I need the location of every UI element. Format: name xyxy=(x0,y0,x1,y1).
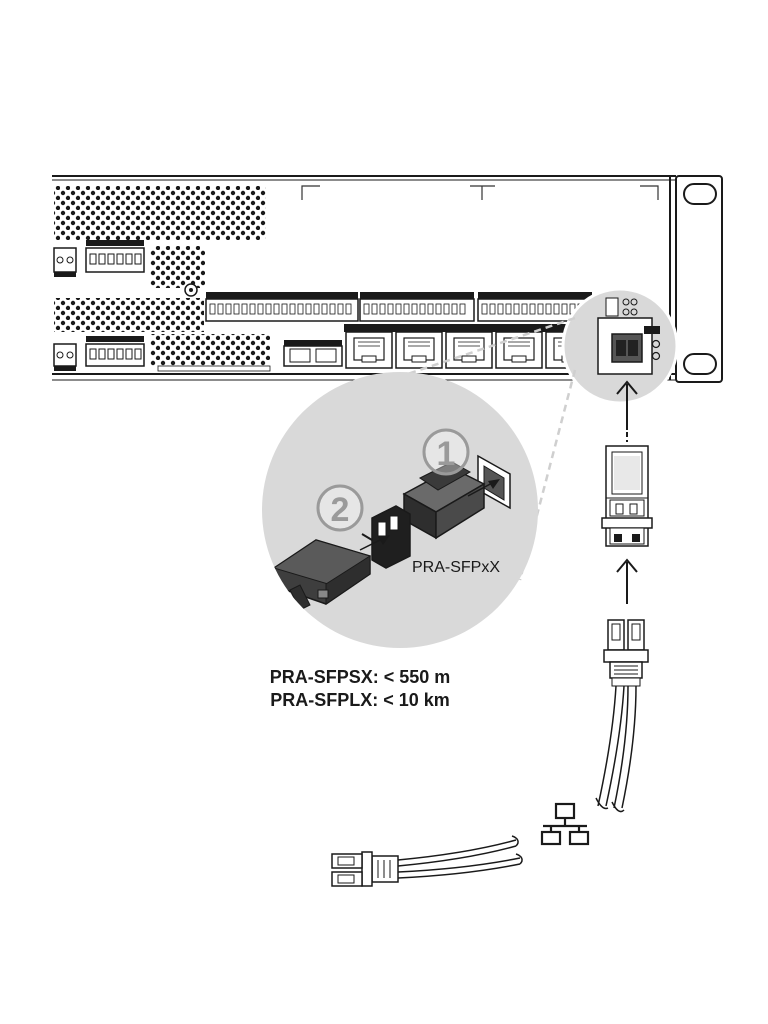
rj45-port xyxy=(395,331,443,369)
sfp-module xyxy=(361,461,486,569)
module-insertion-sequence xyxy=(595,380,653,813)
insert-arrow-2 xyxy=(359,535,390,551)
network-topology-icon xyxy=(540,802,590,846)
terminal-pin xyxy=(427,303,434,315)
step-2-number: 2 xyxy=(331,491,350,529)
terminal-pin xyxy=(411,303,418,315)
sfp-module-side-view xyxy=(601,445,653,547)
terminal-pin xyxy=(281,303,288,315)
terminal-block-left-top xyxy=(53,240,145,277)
terminal-pin xyxy=(443,303,450,315)
vent-grid-lower xyxy=(54,298,204,332)
terminal-pin xyxy=(451,303,458,315)
terminal-pin xyxy=(505,303,512,315)
terminal-pin xyxy=(233,303,240,315)
lc-connector xyxy=(272,539,372,611)
zoom-detail-circle: 1 2 PRA-SFPxX xyxy=(262,372,538,648)
terminal-pin xyxy=(265,303,272,315)
terminal-pin xyxy=(225,303,232,315)
rj45-port xyxy=(445,331,493,369)
vent-grid-top xyxy=(54,186,266,240)
terminal-pin xyxy=(529,303,536,315)
terminal-pin xyxy=(257,303,264,315)
insert-arrow-1 xyxy=(467,479,500,497)
terminal-pin xyxy=(561,303,568,315)
terminal-pin xyxy=(419,303,426,315)
terminal-pin xyxy=(217,303,224,315)
device-rear-panel xyxy=(52,175,723,383)
terminal-pin xyxy=(545,303,552,315)
fiber-cable-vertical xyxy=(595,685,637,813)
terminal-pin xyxy=(395,303,402,315)
terminal-pin xyxy=(403,303,410,315)
terminal-pin xyxy=(489,303,496,315)
terminal-pin xyxy=(329,303,336,315)
terminal-pin xyxy=(337,303,344,315)
terminal-pin xyxy=(435,303,442,315)
lc-duplex-connector-vertical xyxy=(603,619,649,687)
terminal-pin xyxy=(513,303,520,315)
terminal-pin xyxy=(321,303,328,315)
terminal-pin xyxy=(241,303,248,315)
rj45-port xyxy=(345,331,393,369)
terminal-pin xyxy=(305,303,312,315)
terminal-pin xyxy=(553,303,560,315)
ethernet-ports xyxy=(344,324,596,369)
terminal-block-left-bottom xyxy=(53,336,145,371)
step-1-number: 1 xyxy=(437,435,456,473)
module-label: PRA-SFPxX xyxy=(412,559,500,576)
terminal-pin xyxy=(345,303,352,315)
terminal-pin xyxy=(537,303,544,315)
vent-grid-middle xyxy=(150,246,205,288)
step-1-callout: 1 xyxy=(422,428,470,476)
terminal-pin xyxy=(249,303,256,315)
terminal-pin xyxy=(459,303,466,315)
terminal-pin xyxy=(497,303,504,315)
control-terminal-strips xyxy=(205,292,593,322)
terminal-pin xyxy=(371,303,378,315)
spec-sfpsx-range: PRA-SFPSX: < 550 m xyxy=(269,667,451,687)
terminal-pin xyxy=(387,303,394,315)
terminal-pin xyxy=(273,303,280,315)
spec-sfplx-range: PRA-SFPLX: < 10 km xyxy=(270,690,450,710)
vent-grid-bottom xyxy=(150,334,270,366)
power-connector xyxy=(283,340,343,367)
terminal-pin xyxy=(379,303,386,315)
terminal-pin xyxy=(313,303,320,315)
sfp-port-magnifier xyxy=(561,287,679,405)
terminal-pin xyxy=(289,303,296,315)
rj45-port xyxy=(495,331,543,369)
terminal-pin xyxy=(297,303,304,315)
lc-duplex-connector-horizontal xyxy=(331,835,523,887)
step-2-callout: 2 xyxy=(316,484,364,532)
rack-ear xyxy=(675,175,723,383)
terminal-pin xyxy=(481,303,488,315)
terminal-pin xyxy=(209,303,216,315)
terminal-pin xyxy=(521,303,528,315)
terminal-pin xyxy=(363,303,370,315)
